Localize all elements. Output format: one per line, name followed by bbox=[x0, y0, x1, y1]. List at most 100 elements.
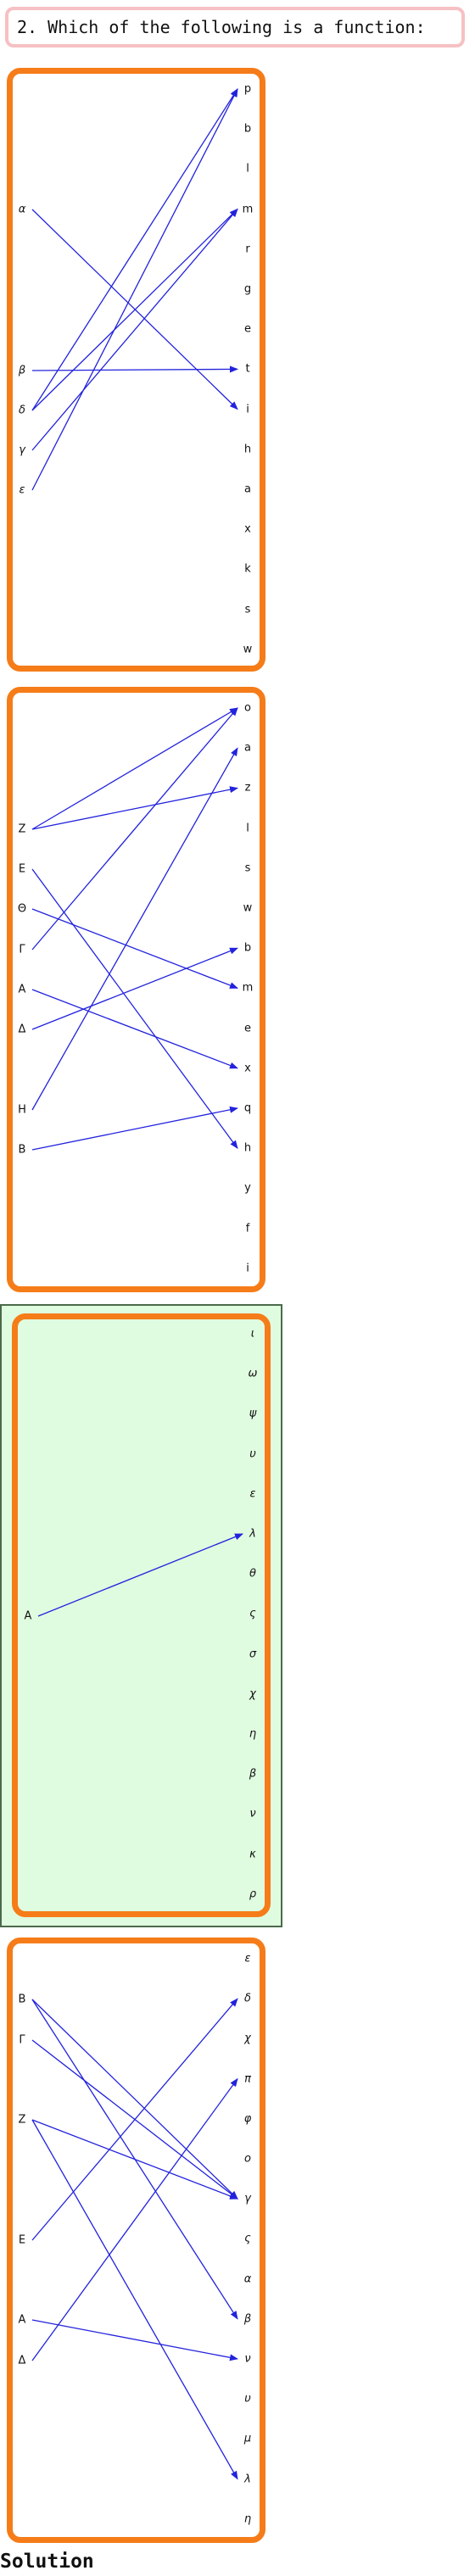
codomain-label: η bbox=[249, 1727, 257, 1741]
codomain-label: b bbox=[243, 122, 252, 136]
mapping-arrow bbox=[31, 868, 238, 1150]
option-4-panel[interactable] bbox=[7, 1938, 265, 2543]
codomain-label: π bbox=[244, 2072, 251, 2086]
codomain-label: β bbox=[249, 1767, 257, 1781]
domain-label: B bbox=[18, 1143, 26, 1157]
domain-label: Γ bbox=[19, 2033, 25, 2047]
mapping-arrow bbox=[31, 1999, 238, 2200]
domain-label: γ bbox=[19, 443, 25, 457]
mapping-arrow bbox=[31, 208, 238, 411]
codomain-label: e bbox=[244, 322, 251, 336]
codomain-label: ς bbox=[249, 1607, 256, 1620]
codomain-label: η bbox=[243, 2512, 252, 2526]
codomain-label: l bbox=[246, 162, 249, 176]
codomain-label: φ bbox=[243, 2112, 252, 2126]
codomain-label: a bbox=[244, 741, 251, 755]
mapping-arrow bbox=[31, 2319, 238, 2361]
mapping-arrow bbox=[31, 2119, 238, 2480]
codomain-label: h bbox=[243, 1141, 252, 1155]
codomain-label: m bbox=[242, 203, 254, 216]
codomain-label: α bbox=[243, 2272, 252, 2286]
codomain-label: q bbox=[243, 1101, 252, 1115]
codomain-label: f bbox=[245, 1222, 250, 1235]
codomain-label: ι bbox=[250, 1327, 255, 1341]
codomain-label: w bbox=[243, 901, 253, 915]
codomain-label: h bbox=[243, 443, 252, 456]
mapping-arrow bbox=[31, 88, 238, 411]
domain-label: Δ bbox=[18, 1023, 26, 1036]
mapping-arrow bbox=[31, 1106, 238, 1151]
codomain-label: γ bbox=[244, 2192, 251, 2205]
mapping-arrow bbox=[31, 747, 238, 1111]
codomain-label: δ bbox=[244, 1992, 251, 2005]
mapping-arrow bbox=[31, 947, 238, 1030]
domain-label: H bbox=[18, 1103, 26, 1117]
domain-label: E bbox=[18, 862, 26, 876]
domain-label: β bbox=[18, 364, 26, 377]
codomain-label: ε bbox=[249, 1487, 256, 1501]
mapping-arrow bbox=[31, 88, 238, 491]
option-2-panel[interactable] bbox=[7, 687, 265, 1292]
domain-label: α bbox=[18, 203, 26, 216]
codomain-label: υ bbox=[249, 1447, 256, 1461]
codomain-label: z bbox=[244, 781, 251, 795]
codomain-label: ς bbox=[244, 2232, 251, 2245]
codomain-label: λ bbox=[249, 1527, 256, 1541]
codomain-label: t bbox=[245, 362, 250, 376]
codomain-label: θ bbox=[249, 1567, 256, 1581]
domain-label: A bbox=[18, 2313, 26, 2327]
codomain-label: x bbox=[244, 1062, 251, 1075]
domain-label: Θ bbox=[17, 902, 27, 916]
mapping-arrow bbox=[31, 707, 238, 830]
codomain-label: k bbox=[244, 562, 251, 576]
codomain-label: s bbox=[244, 603, 251, 616]
mapping-arrow bbox=[31, 989, 238, 1069]
codomain-label: s bbox=[244, 861, 251, 875]
codomain-label: ν bbox=[244, 2352, 251, 2366]
codomain-label: i bbox=[246, 403, 249, 416]
codomain-label: e bbox=[244, 1022, 251, 1035]
codomain-label: m bbox=[242, 981, 254, 995]
codomain-label: o bbox=[244, 701, 251, 715]
codomain-label: l bbox=[246, 822, 249, 835]
codomain-label: ν bbox=[249, 1807, 256, 1820]
solution-heading: Solution bbox=[0, 2551, 94, 2573]
codomain-label: ο bbox=[244, 2152, 251, 2166]
codomain-label: y bbox=[244, 1181, 251, 1195]
codomain-label: ρ bbox=[249, 1887, 257, 1901]
codomain-label: i bbox=[246, 1262, 249, 1275]
domain-label: A bbox=[18, 983, 26, 996]
mapping-arrow bbox=[31, 908, 238, 990]
codomain-label: β bbox=[243, 2312, 252, 2326]
codomain-label: ε bbox=[244, 1952, 251, 1965]
domain-label: Γ bbox=[19, 943, 25, 956]
mapping-arrow bbox=[37, 1533, 243, 1617]
codomain-label: g bbox=[243, 282, 252, 296]
domain-label: A bbox=[24, 1609, 32, 1623]
codomain-label: r bbox=[245, 243, 250, 256]
mapping-arrow bbox=[31, 2119, 238, 2200]
codomain-label: λ bbox=[244, 2473, 251, 2486]
option-1-panel[interactable] bbox=[7, 68, 265, 672]
selected-option-highlight bbox=[0, 1304, 282, 1927]
codomain-label: ω bbox=[248, 1367, 258, 1380]
mapping-arrow bbox=[31, 707, 238, 951]
option-3-panel[interactable] bbox=[12, 1313, 271, 1917]
codomain-label: υ bbox=[244, 2392, 251, 2406]
codomain-label: ψ bbox=[249, 1407, 257, 1420]
mapping-arrow bbox=[31, 786, 238, 830]
mapping-arrow bbox=[31, 208, 238, 451]
question-prompt: 2. Which of the following is a function: bbox=[5, 7, 465, 47]
codomain-label: x bbox=[244, 522, 251, 536]
domain-label: δ bbox=[19, 404, 25, 417]
domain-label: E bbox=[18, 2233, 26, 2247]
mapping-arrow bbox=[31, 1998, 238, 2241]
codomain-label: σ bbox=[249, 1648, 257, 1661]
codomain-label: w bbox=[243, 643, 253, 656]
codomain-label: b bbox=[243, 941, 252, 955]
codomain-label: p bbox=[243, 82, 252, 96]
domain-label: ε bbox=[19, 483, 25, 497]
codomain-label: μ bbox=[243, 2432, 252, 2445]
domain-label: Δ bbox=[18, 2354, 26, 2367]
